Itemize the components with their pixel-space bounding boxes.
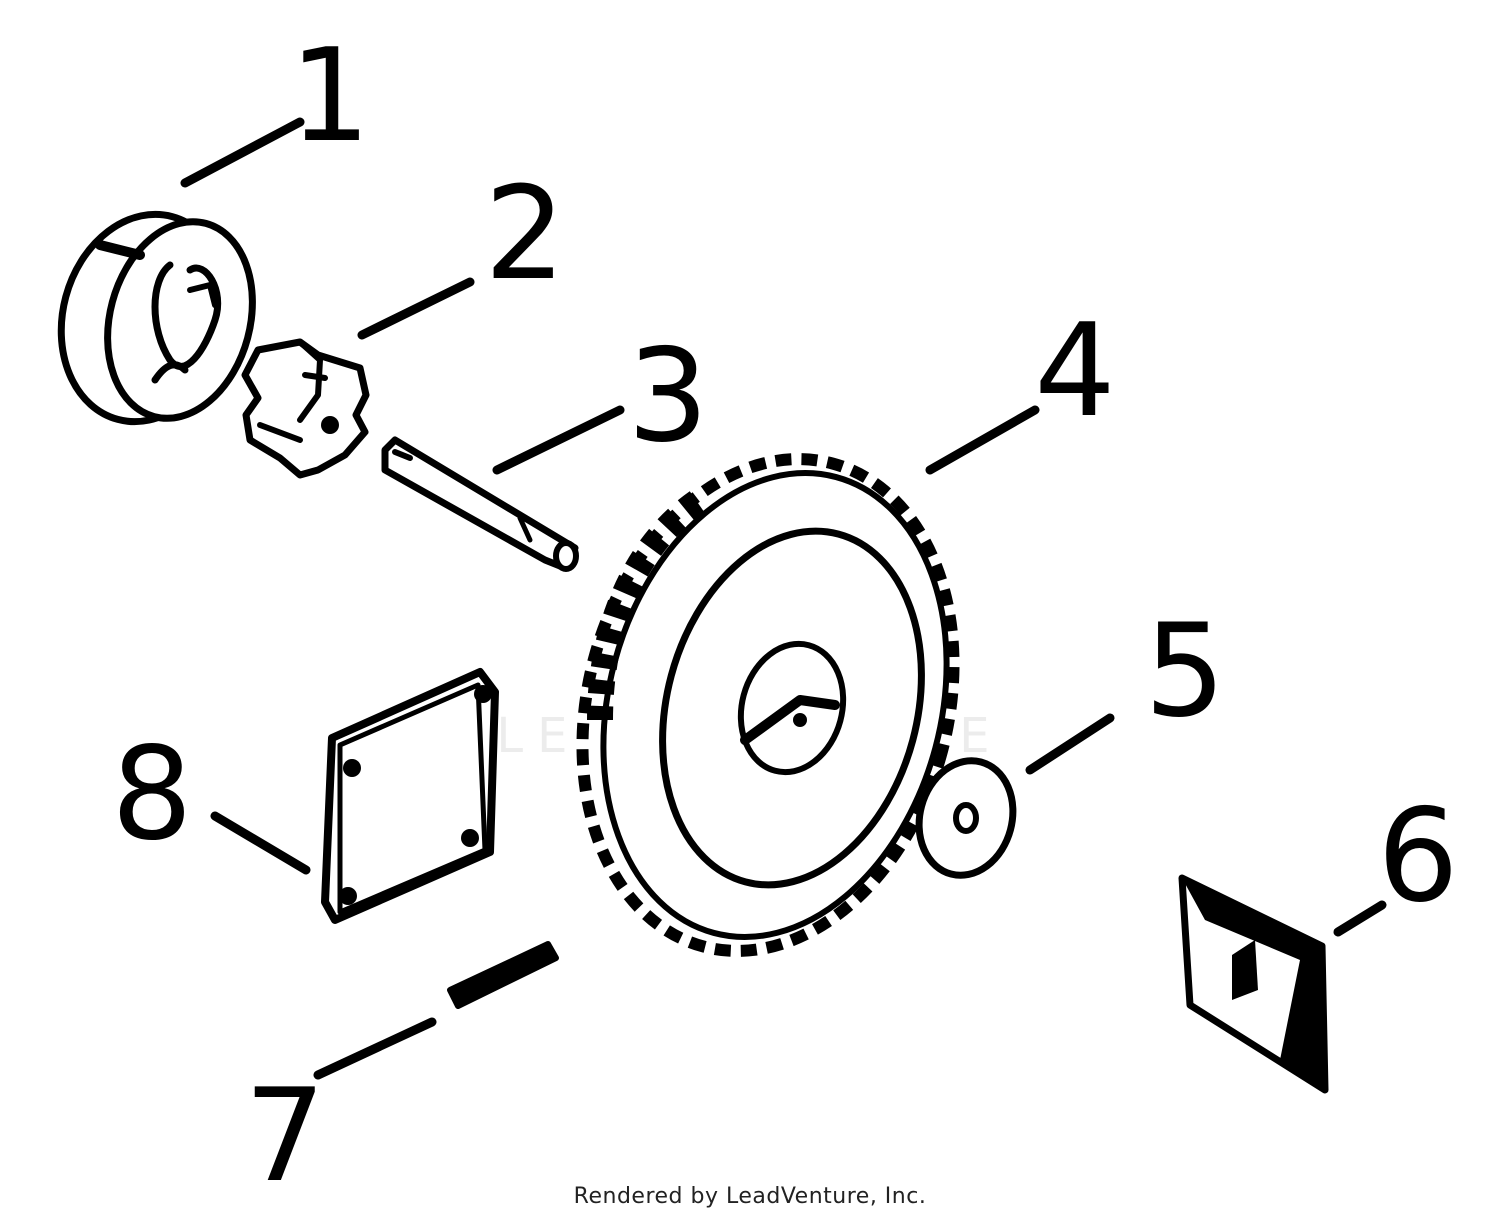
- leader-line-6: [1333, 900, 1387, 937]
- callout-1: 1: [289, 22, 370, 171]
- callout-2: 2: [484, 160, 565, 309]
- roll-pin-icon[interactable]: [447, 941, 559, 1009]
- credit-text: Rendered by LeadVenture, Inc.: [573, 1184, 927, 1209]
- callout-4: 4: [1034, 297, 1115, 446]
- callout-6: 6: [1377, 782, 1458, 931]
- shaft-pin-icon[interactable]: [381, 436, 579, 572]
- pump-rotor-icon[interactable]: [241, 338, 370, 479]
- leader-line-3: [492, 405, 625, 475]
- callout-8: 8: [111, 720, 192, 869]
- cover-plate-icon[interactable]: [321, 668, 499, 924]
- key-icon[interactable]: [1178, 874, 1329, 1094]
- leader-line-7: [313, 1017, 437, 1080]
- oil-pump-body-icon[interactable]: [39, 195, 274, 440]
- leader-line-4: [925, 405, 1040, 475]
- gear-icon[interactable]: [529, 417, 1006, 993]
- callout-5: 5: [1144, 597, 1225, 746]
- washer-icon[interactable]: [907, 750, 1026, 886]
- leader-line-1: [180, 117, 305, 188]
- leader-line-5: [1025, 713, 1115, 775]
- leader-line-2: [357, 277, 475, 340]
- leader-line-8: [210, 811, 311, 875]
- callout-3: 3: [627, 322, 708, 471]
- callout-7: 7: [244, 1062, 325, 1211]
